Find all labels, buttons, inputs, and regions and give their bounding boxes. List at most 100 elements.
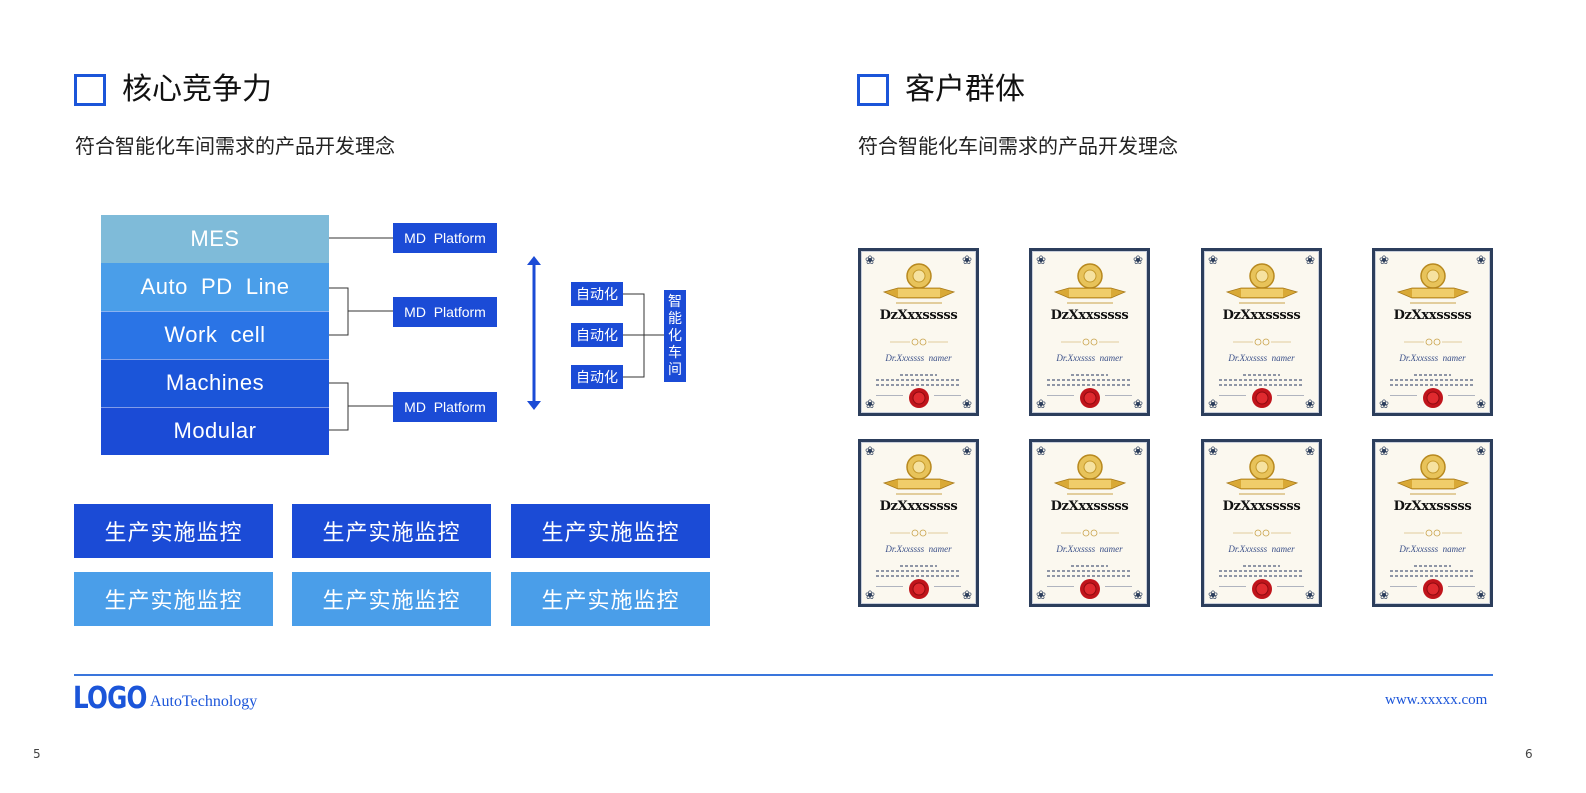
signature-line <box>1047 586 1074 587</box>
signature-line <box>1219 586 1246 587</box>
page-number-right: 6 <box>1525 747 1533 761</box>
stack-layer-machines: Machines <box>101 359 329 407</box>
gold-emblem-icon <box>882 263 956 304</box>
automation-box: 自动化 <box>571 365 623 389</box>
ornament-icon: ❀ <box>1132 397 1144 411</box>
ornament-icon: ❀ <box>1207 253 1219 267</box>
signature-line <box>1448 395 1475 396</box>
seal-icon <box>1080 579 1100 599</box>
certificate-name: DzXxxsssss <box>879 499 958 514</box>
gold-emblem-icon <box>1053 454 1127 495</box>
certificate-signature: Dr.Xxxssss namer <box>1399 353 1466 363</box>
decor-loops-icon <box>890 529 948 537</box>
text-line <box>1047 570 1132 572</box>
stack-layer-auto-pd-line: Auto PD Line <box>101 263 329 311</box>
certificate-name: DzXxxsssss <box>1050 499 1129 514</box>
text-line <box>1219 570 1304 572</box>
md-platform-box: MD Platform <box>393 223 497 253</box>
gold-emblem-icon <box>1053 263 1127 304</box>
monitor-tile[interactable]: 生产实施监控 <box>74 572 273 626</box>
ornament-icon: ❀ <box>1207 588 1219 602</box>
text-line <box>1071 374 1108 376</box>
text-line <box>1390 570 1475 572</box>
certificate-signature: Dr.Xxxssss namer <box>1056 353 1123 363</box>
section-marker-icon <box>857 74 889 106</box>
certificate-name: DzXxxsssss <box>879 308 958 323</box>
divider <box>101 359 329 360</box>
ornament-icon: ❀ <box>1378 253 1390 267</box>
ornament-icon: ❀ <box>864 397 876 411</box>
stack-layer-work-cell: Work cell <box>101 311 329 359</box>
gold-emblem-icon <box>882 454 956 495</box>
signature-line <box>1448 586 1475 587</box>
ornament-icon: ❀ <box>1035 397 1047 411</box>
smart-workshop-label: 智 能 化 车 间 <box>668 293 682 378</box>
text-line <box>1243 565 1280 567</box>
certificate-name: DzXxxsssss <box>1393 499 1472 514</box>
certificate-signature: Dr.Xxxssss namer <box>885 544 952 554</box>
text-line <box>1414 374 1451 376</box>
ornament-icon: ❀ <box>1132 588 1144 602</box>
stack-layer-modular: Modular <box>101 407 329 455</box>
gold-emblem-icon <box>1396 454 1470 495</box>
ornament-icon: ❀ <box>1378 444 1390 458</box>
certificate-name: DzXxxsssss <box>1222 499 1301 514</box>
monitor-tile[interactable]: 生产实施监控 <box>511 504 710 558</box>
seal-icon <box>909 579 929 599</box>
ornament-icon: ❀ <box>1035 444 1047 458</box>
certificate-signature: Dr.Xxxssss namer <box>1056 544 1123 554</box>
stack-layer-mes: MES <box>101 215 329 263</box>
ornament-icon: ❀ <box>1035 253 1047 267</box>
monitor-tile[interactable]: 生产实施监控 <box>74 504 273 558</box>
ornament-icon: ❀ <box>1132 444 1144 458</box>
seal-icon <box>1423 579 1443 599</box>
signature-line <box>1047 395 1074 396</box>
decor-loops-icon <box>1061 338 1119 346</box>
text-line <box>1390 575 1475 577</box>
gold-emblem-icon <box>1225 263 1299 304</box>
text-line <box>900 374 937 376</box>
certificate-name: DzXxxsssss <box>1222 308 1301 323</box>
certificate-signature: Dr.Xxxssss namer <box>1228 353 1295 363</box>
footer-url[interactable]: www.xxxxx.com <box>1385 692 1488 708</box>
decor-loops-icon <box>1233 529 1291 537</box>
text-line <box>876 379 961 381</box>
seal-icon <box>909 388 929 408</box>
ornament-icon: ❀ <box>1475 588 1487 602</box>
text-line <box>1243 374 1280 376</box>
section-title-core: 核心竞争力 <box>122 72 272 107</box>
signature-line <box>1219 395 1246 396</box>
section-marker-icon <box>74 74 106 106</box>
decor-loops-icon <box>1233 338 1291 346</box>
certificate-name: DzXxxsssss <box>1393 308 1472 323</box>
divider <box>101 311 329 312</box>
connector-lines <box>329 237 664 431</box>
section-title-customers: 客户群体 <box>905 72 1025 107</box>
certificate-name: DzXxxsssss <box>1050 308 1129 323</box>
md-platform-box: MD Platform <box>393 297 497 327</box>
text-line <box>876 384 961 386</box>
text-line <box>1219 575 1304 577</box>
seal-icon <box>1252 579 1272 599</box>
ornament-icon: ❀ <box>864 444 876 458</box>
text-line <box>1390 384 1475 386</box>
text-line <box>1390 379 1475 381</box>
text-line <box>1047 379 1132 381</box>
certificate-signature: Dr.Xxxssss namer <box>885 353 952 363</box>
text-line <box>1219 384 1304 386</box>
signature-line <box>876 586 903 587</box>
monitor-tile[interactable]: 生产实施监控 <box>292 504 491 558</box>
monitor-tile[interactable]: 生产实施监控 <box>292 572 491 626</box>
logo: LOGO <box>73 681 147 716</box>
text-line <box>1047 575 1132 577</box>
section-subtitle-customers: 符合智能化车间需求的产品开发理念 <box>858 134 1178 158</box>
text-line <box>876 570 961 572</box>
signature-line <box>934 586 961 587</box>
monitor-tile[interactable]: 生产实施监控 <box>511 572 710 626</box>
certificate-signature: Dr.Xxxssss namer <box>1228 544 1295 554</box>
